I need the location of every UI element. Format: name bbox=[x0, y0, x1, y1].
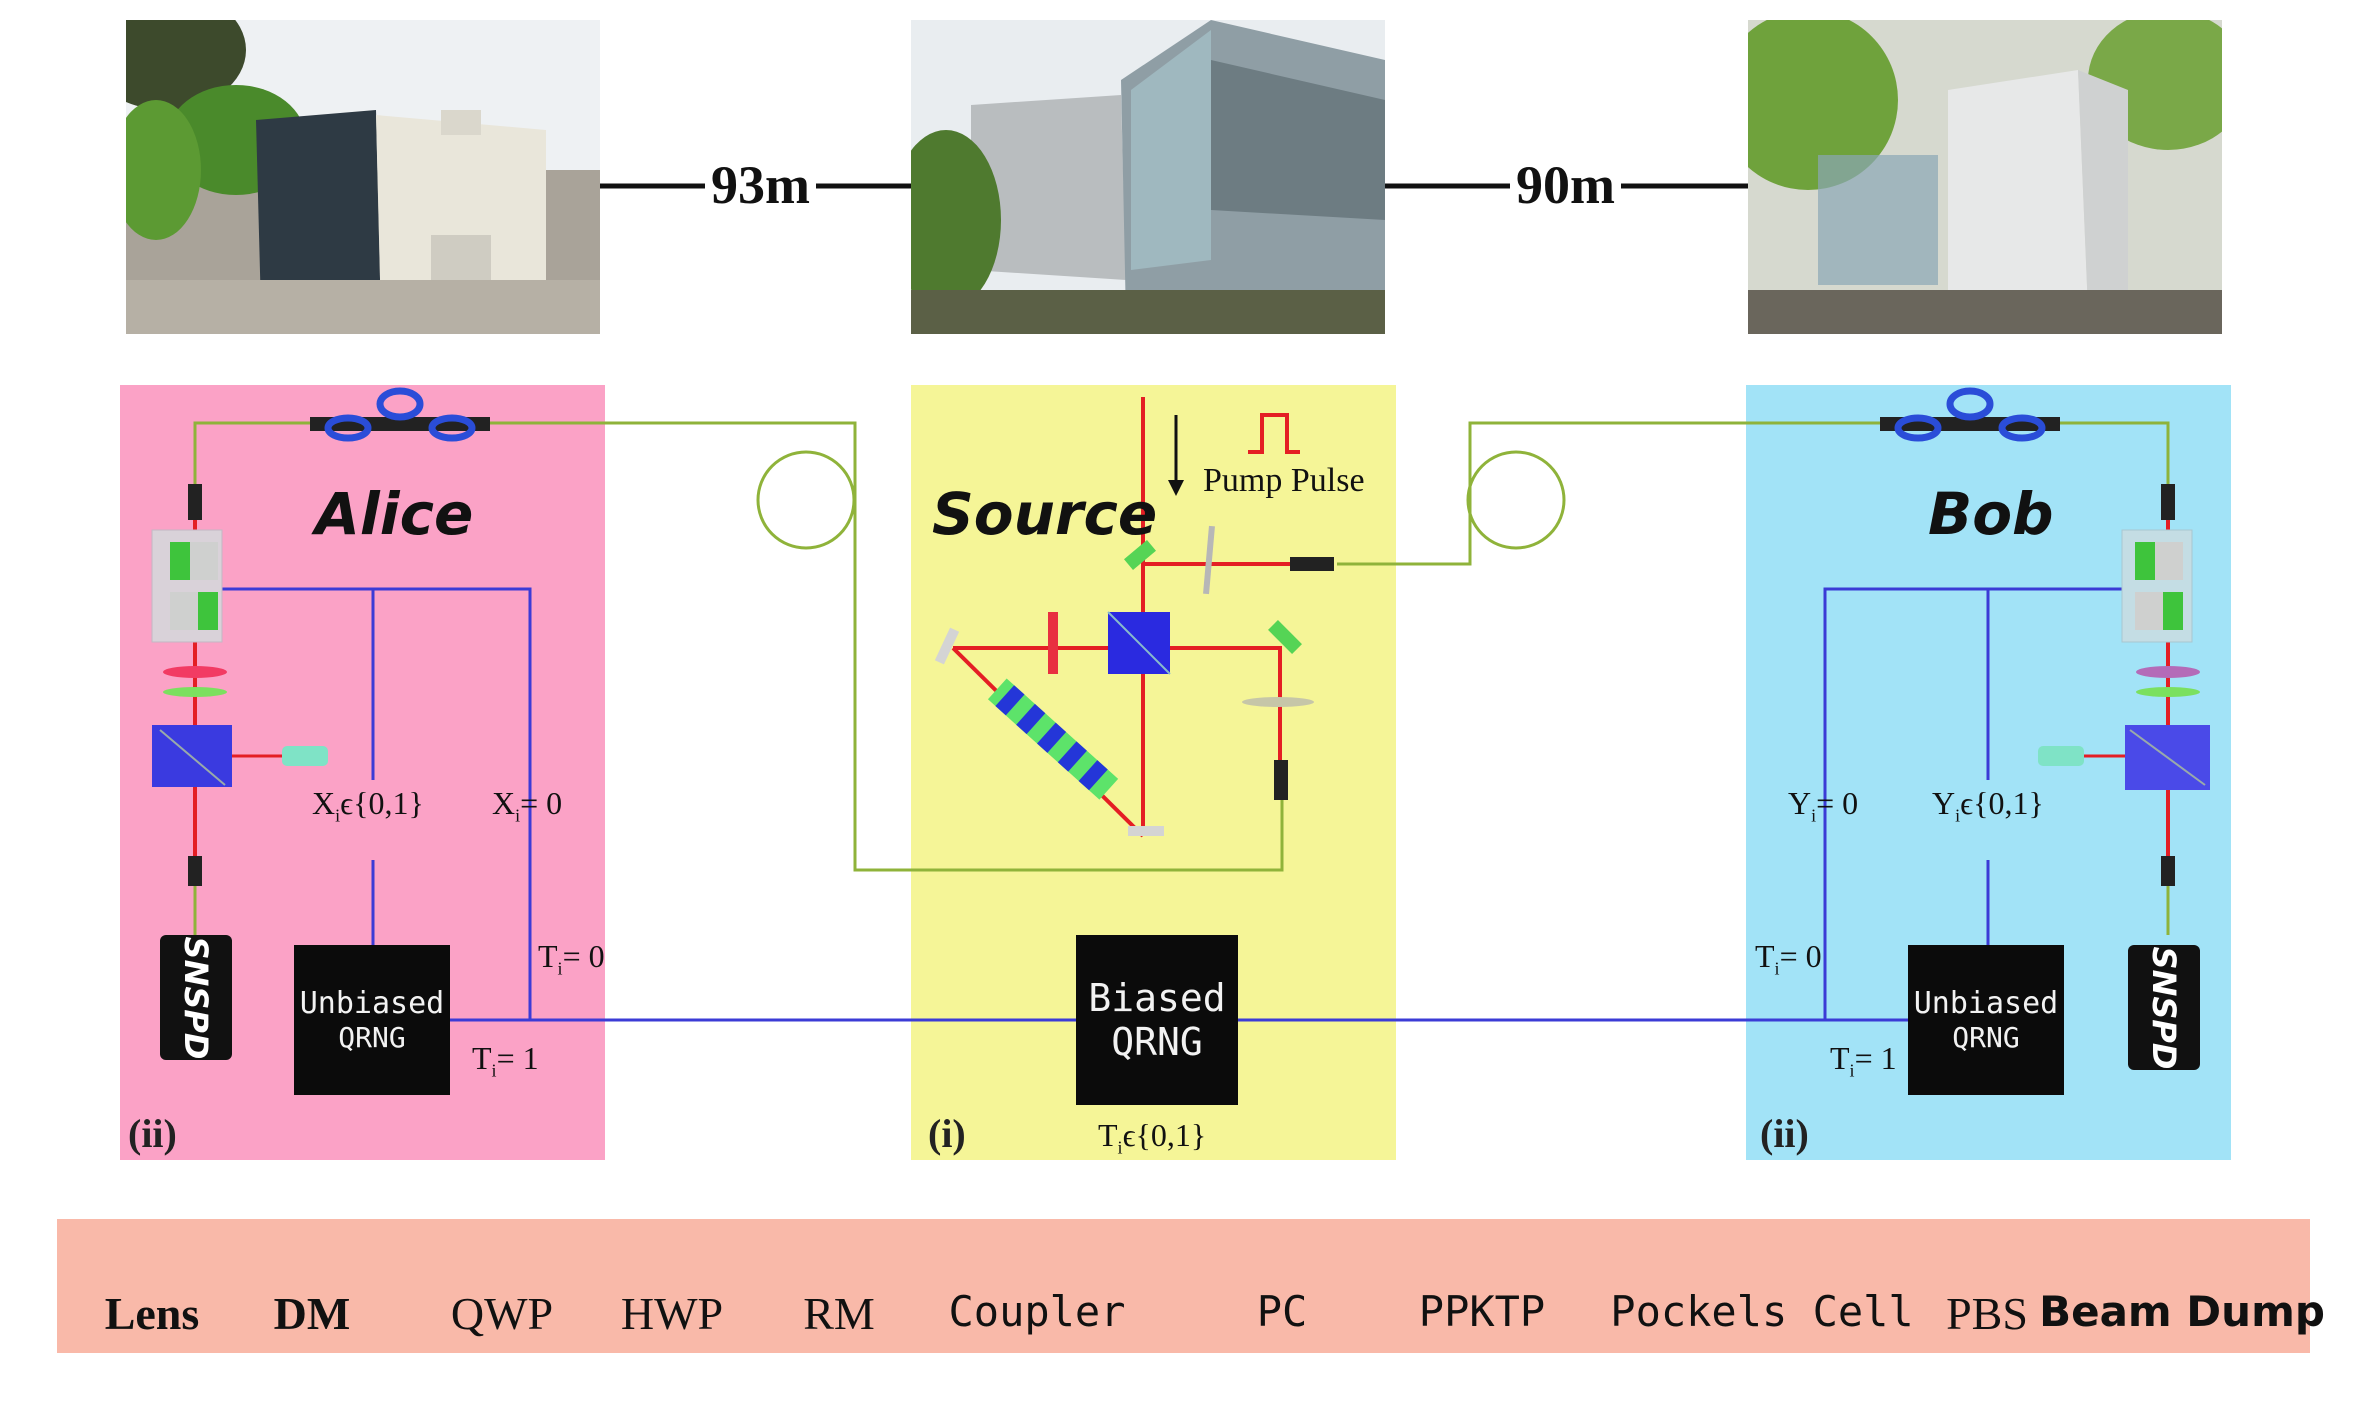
alice-t-zero-label: Ti= 0 bbox=[538, 938, 605, 979]
bob-unbiased-qrng: Unbiased QRNG bbox=[1908, 945, 2064, 1095]
legend-qwp: QWP bbox=[450, 1288, 554, 1339]
bob-snspd: SNSPD bbox=[2128, 945, 2200, 1070]
bob-pc bbox=[1880, 387, 2060, 442]
alice-t-one-label: Ti= 1 bbox=[472, 1040, 539, 1081]
bob-panel-label: (ii) bbox=[1760, 1111, 1809, 1156]
alice-unbiased-qrng: Unbiased QRNG bbox=[294, 945, 450, 1095]
component-legend: Lens DM QWP HWP RM Coupler PC PPKTP Pock… bbox=[57, 1219, 2325, 1353]
source-optics bbox=[934, 397, 1334, 838]
legend-pockels-cell: Pockels Cell bbox=[1610, 1287, 1914, 1336]
alice-qrng-line1: Unbiased bbox=[299, 986, 445, 1021]
bob-site-photo bbox=[1748, 20, 2222, 334]
bob-title: Bob bbox=[1928, 480, 2054, 548]
bob-y-zero-label: Yi= 0 bbox=[1788, 785, 1859, 826]
legend-beam-dump: Beam Dump bbox=[2039, 1287, 2325, 1336]
source-t-setting-label: Tiϵ{0,1} bbox=[1098, 1117, 1207, 1158]
legend-dm: DM bbox=[273, 1288, 351, 1339]
source-qrng-line2: QRNG bbox=[1111, 1020, 1203, 1064]
source-biased-qrng: Biased QRNG bbox=[1076, 935, 1238, 1105]
distance-source-bob: 90m bbox=[1510, 155, 1621, 215]
alice-pc bbox=[310, 387, 490, 442]
bob-t-one-label: Ti= 1 bbox=[1830, 1040, 1897, 1081]
source-panel-label: (i) bbox=[928, 1111, 966, 1156]
alice-title: Alice bbox=[315, 480, 474, 548]
legend-lens: Lens bbox=[104, 1288, 200, 1339]
legend-ppktp: PPKTP bbox=[1418, 1287, 1546, 1336]
source-qrng-line1: Biased bbox=[1088, 976, 1226, 1020]
legend-rm: RM bbox=[803, 1288, 875, 1339]
bob-qrng-line1: Unbiased bbox=[1913, 986, 2059, 1021]
alice-x-zero-label: Xi= 0 bbox=[492, 785, 563, 826]
source-title: Source bbox=[932, 480, 1158, 548]
alice-snspd: SNSPD bbox=[160, 935, 232, 1060]
bob-y-setting-label: Yiϵ{0,1} bbox=[1932, 785, 2044, 826]
source-site-photo bbox=[911, 20, 1385, 334]
bob-t-zero-label: Ti= 0 bbox=[1755, 938, 1822, 979]
legend-pc: PC bbox=[1256, 1287, 1308, 1336]
legend-coupler: Coupler bbox=[948, 1287, 1126, 1336]
pump-pulse-label: Pump Pulse bbox=[1203, 462, 1365, 499]
alice-qrng-line2: QRNG bbox=[338, 1021, 406, 1054]
bob-qrng-line2: QRNG bbox=[1952, 1021, 2020, 1054]
signal-wires bbox=[220, 587, 2140, 1022]
alice-x-setting-label: Xiϵ{0,1} bbox=[312, 785, 424, 826]
alice-panel-label: (ii) bbox=[128, 1111, 177, 1156]
distance-alice-source: 93m bbox=[705, 155, 816, 215]
alice-site-photo bbox=[126, 20, 600, 334]
bob-optics bbox=[2038, 484, 2210, 886]
alice-optics bbox=[151, 484, 328, 886]
legend-pbs: PBS bbox=[1946, 1288, 2028, 1339]
legend-hwp: HWP bbox=[620, 1288, 724, 1339]
fiber-links bbox=[193, 421, 2170, 935]
